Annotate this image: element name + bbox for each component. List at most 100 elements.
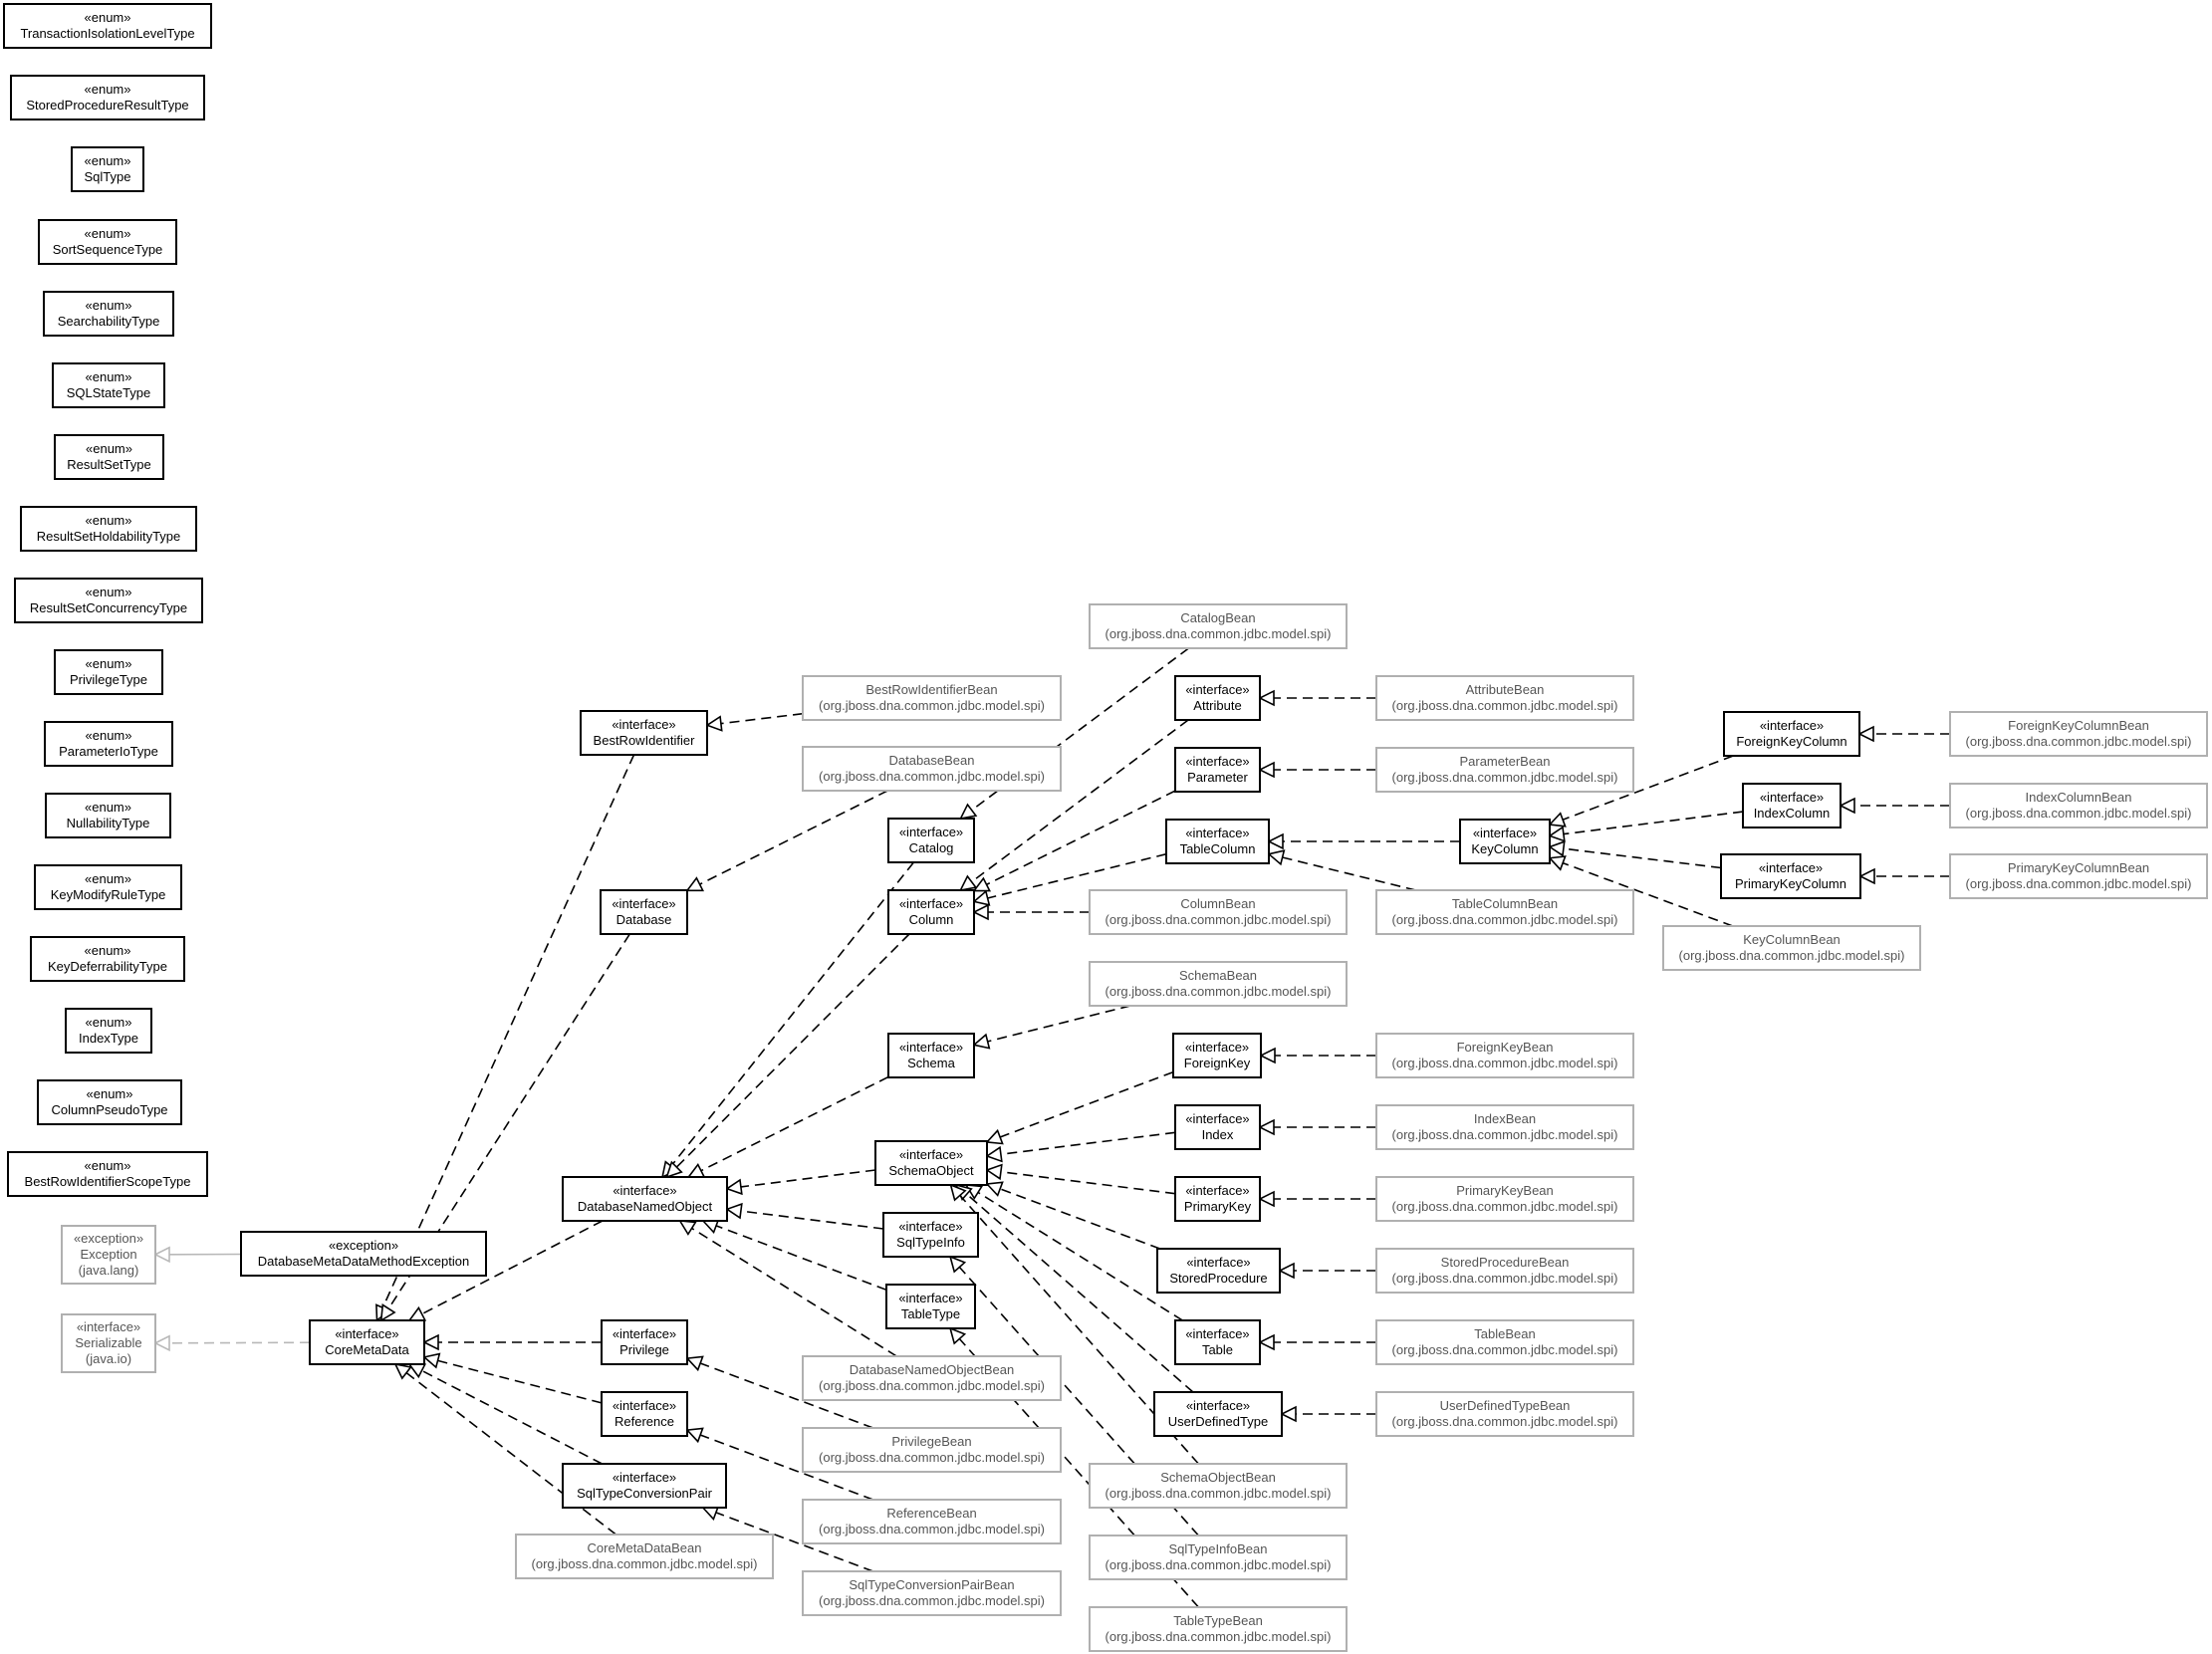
edge-foreign-key-to-schema-object xyxy=(999,1070,1174,1138)
node-result-set-type: «enum»ResultSetType xyxy=(54,434,164,480)
node-privilege-type: «enum»PrivilegeType xyxy=(54,649,163,695)
node-label-catalog-bean-0: CatalogBean xyxy=(1180,610,1255,625)
node-box-schema-bean xyxy=(1089,961,1348,1007)
node-box-foreign-key-column xyxy=(1723,711,1860,757)
node-label-transaction-isolation-level-type-1: TransactionIsolationLevelType xyxy=(20,26,194,41)
edge-primary-key-to-schema-object-arrowhead xyxy=(985,1163,1003,1181)
edge-stored-procedure-bean-to-stored-procedure-arrowhead xyxy=(1278,1262,1295,1280)
node-label-best-row-identifier-0: «interface» xyxy=(612,717,675,732)
node-label-sql-state-type-1: SQLStateType xyxy=(67,385,151,400)
node-box-best-row-identifier-bean xyxy=(802,675,1062,721)
node-label-catalog-1: Catalog xyxy=(909,840,954,855)
node-box-key-deferrability-type xyxy=(30,936,185,982)
node-label-key-column-0: «interface» xyxy=(1473,826,1537,840)
node-box-database-bean xyxy=(802,746,1062,792)
node-label-sql-state-type-0: «enum» xyxy=(86,369,132,384)
node-label-sql-type-info-1: SqlTypeInfo xyxy=(896,1235,965,1250)
edge-table-type-bean-to-table-type xyxy=(958,1337,1199,1608)
node-user-defined-type: «interface»UserDefinedType xyxy=(1153,1391,1283,1437)
edge-sql-type-conversion-pair-bean-to-sql-type-conversion-pair xyxy=(715,1512,873,1572)
edge-database-named-object-to-core-meta-data-arrowhead xyxy=(407,1305,427,1321)
node-label-exception-external-2: (java.lang) xyxy=(79,1263,139,1278)
node-label-result-set-concurrency-type-1: ResultSetConcurrencyType xyxy=(30,600,187,615)
node-label-stored-procedure-result-type-1: StoredProcedureResultType xyxy=(26,98,188,113)
node-box-column xyxy=(887,889,975,935)
node-label-key-column-1: KeyColumn xyxy=(1471,841,1538,856)
edge-core-meta-data-bean-to-core-meta-data-arrowhead xyxy=(393,1362,412,1380)
node-label-attribute-0: «interface» xyxy=(1185,682,1249,697)
edge-attribute-bean-to-attribute-arrowhead xyxy=(1258,689,1275,707)
edge-database-named-object-to-core-meta-data xyxy=(421,1220,604,1315)
edge-foreign-key-column-bean-to-foreign-key-column-arrowhead xyxy=(1857,725,1874,743)
edge-foreign-key-bean-to-foreign-key-arrowhead xyxy=(1259,1047,1276,1064)
node-index-type: «enum»IndexType xyxy=(65,1008,152,1054)
node-label-reference-bean-0: ReferenceBean xyxy=(886,1506,976,1521)
node-label-foreign-key-bean-1: (org.jboss.dna.common.jdbc.model.spi) xyxy=(1392,1056,1618,1070)
node-key-column-bean: KeyColumnBean(org.jboss.dna.common.jdbc.… xyxy=(1662,925,1921,971)
node-label-primary-key-column-0: «interface» xyxy=(1759,860,1823,875)
node-box-table-bean xyxy=(1375,1319,1634,1365)
node-box-schema xyxy=(887,1033,975,1078)
node-box-column-bean xyxy=(1089,889,1348,935)
node-schema-object: «interface»SchemaObject xyxy=(874,1140,988,1186)
node-label-result-set-concurrency-type-0: «enum» xyxy=(86,585,132,599)
edge-parameter-to-column xyxy=(986,790,1176,886)
node-box-foreign-key-bean xyxy=(1375,1033,1634,1078)
node-label-foreign-key-column-1: ForeignKeyColumn xyxy=(1736,734,1846,749)
node-database: «interface»Database xyxy=(600,889,688,935)
node-label-database-0: «interface» xyxy=(612,896,675,911)
edge-sql-type-info-bean-to-sql-type-info xyxy=(958,1266,1199,1536)
node-label-index-bean-1: (org.jboss.dna.common.jdbc.model.spi) xyxy=(1392,1127,1618,1142)
node-box-privilege-type xyxy=(54,649,163,695)
edge-table-column-bean-to-table-column-arrowhead xyxy=(1267,849,1286,866)
node-label-schema-object-0: «interface» xyxy=(899,1147,963,1162)
edge-reference-to-core-meta-data xyxy=(437,1359,603,1404)
node-label-index-0: «interface» xyxy=(1185,1111,1249,1126)
node-box-schema-object xyxy=(874,1140,988,1186)
node-label-foreign-key-1: ForeignKey xyxy=(1184,1056,1251,1070)
node-label-foreign-key-column-bean-0: ForeignKeyColumnBean xyxy=(2008,718,2149,733)
node-label-result-set-holdability-type-1: ResultSetHoldabilityType xyxy=(37,529,181,544)
node-box-key-column xyxy=(1459,819,1551,864)
node-primary-key-column: «interface»PrimaryKeyColumn xyxy=(1720,853,1861,899)
node-exception-external: «exception»Exception(java.lang) xyxy=(61,1225,156,1285)
node-column-pseudo-type: «enum»ColumnPseudoType xyxy=(37,1079,182,1125)
node-stored-procedure-result-type: «enum»StoredProcedureResultType xyxy=(10,75,205,120)
node-box-result-set-concurrency-type xyxy=(14,578,203,623)
node-label-best-row-identifier-scope-type-0: «enum» xyxy=(85,1158,131,1173)
node-label-stored-procedure-0: «interface» xyxy=(1186,1255,1250,1270)
edge-stored-procedure-to-schema-object-arrowhead xyxy=(985,1181,1004,1197)
node-box-sql-type-conversion-pair xyxy=(562,1463,727,1509)
edge-reference-bean-to-reference-arrowhead xyxy=(685,1427,704,1444)
node-box-sql-type xyxy=(71,146,144,192)
node-foreign-key-bean: ForeignKeyBean(org.jboss.dna.common.jdbc… xyxy=(1375,1033,1634,1078)
node-label-foreign-key-column-0: «interface» xyxy=(1760,718,1824,733)
node-label-sql-type-info-0: «interface» xyxy=(898,1219,962,1234)
edge-foreign-key-column-to-key-column xyxy=(1562,755,1734,821)
edge-attribute-to-column-arrowhead xyxy=(958,874,978,892)
edge-core-meta-data-bean-to-core-meta-data xyxy=(405,1371,616,1536)
node-core-meta-data-bean: CoreMetaDataBean(org.jboss.dna.common.jd… xyxy=(515,1534,774,1579)
node-privilege-bean: PrivilegeBean(org.jboss.dna.common.jdbc.… xyxy=(802,1427,1062,1473)
node-label-table-type-1: TableType xyxy=(901,1306,960,1321)
node-label-user-defined-type-bean-0: UserDefinedTypeBean xyxy=(1440,1398,1571,1413)
node-label-best-row-identifier-scope-type-1: BestRowIdentifierScopeType xyxy=(25,1174,191,1189)
node-label-stored-procedure-bean-1: (org.jboss.dna.common.jdbc.model.spi) xyxy=(1392,1271,1618,1286)
node-label-table-1: Table xyxy=(1202,1342,1233,1357)
node-box-table xyxy=(1174,1319,1261,1365)
node-box-database xyxy=(600,889,688,935)
node-label-attribute-bean-0: AttributeBean xyxy=(1466,682,1545,697)
node-label-index-column-bean-1: (org.jboss.dna.common.jdbc.model.spi) xyxy=(1966,806,2192,821)
node-label-index-1: Index xyxy=(1202,1127,1234,1142)
node-label-best-row-identifier-bean-1: (org.jboss.dna.common.jdbc.model.spi) xyxy=(819,698,1045,713)
node-box-sql-type-conversion-pair-bean xyxy=(802,1570,1062,1616)
node-box-stored-procedure-bean xyxy=(1375,1248,1634,1294)
edge-core-meta-data-to-serializable xyxy=(168,1341,311,1344)
node-box-key-column-bean xyxy=(1662,925,1921,971)
node-box-index xyxy=(1174,1104,1261,1150)
node-label-parameter-io-type-1: ParameterIoType xyxy=(59,744,158,759)
node-label-database-meta-data-method-exception-0: «exception» xyxy=(329,1238,398,1253)
edge-schema-bean-to-schema xyxy=(987,1005,1131,1043)
node-box-sql-type-info xyxy=(882,1212,979,1258)
node-label-attribute-bean-1: (org.jboss.dna.common.jdbc.model.spi) xyxy=(1392,698,1618,713)
